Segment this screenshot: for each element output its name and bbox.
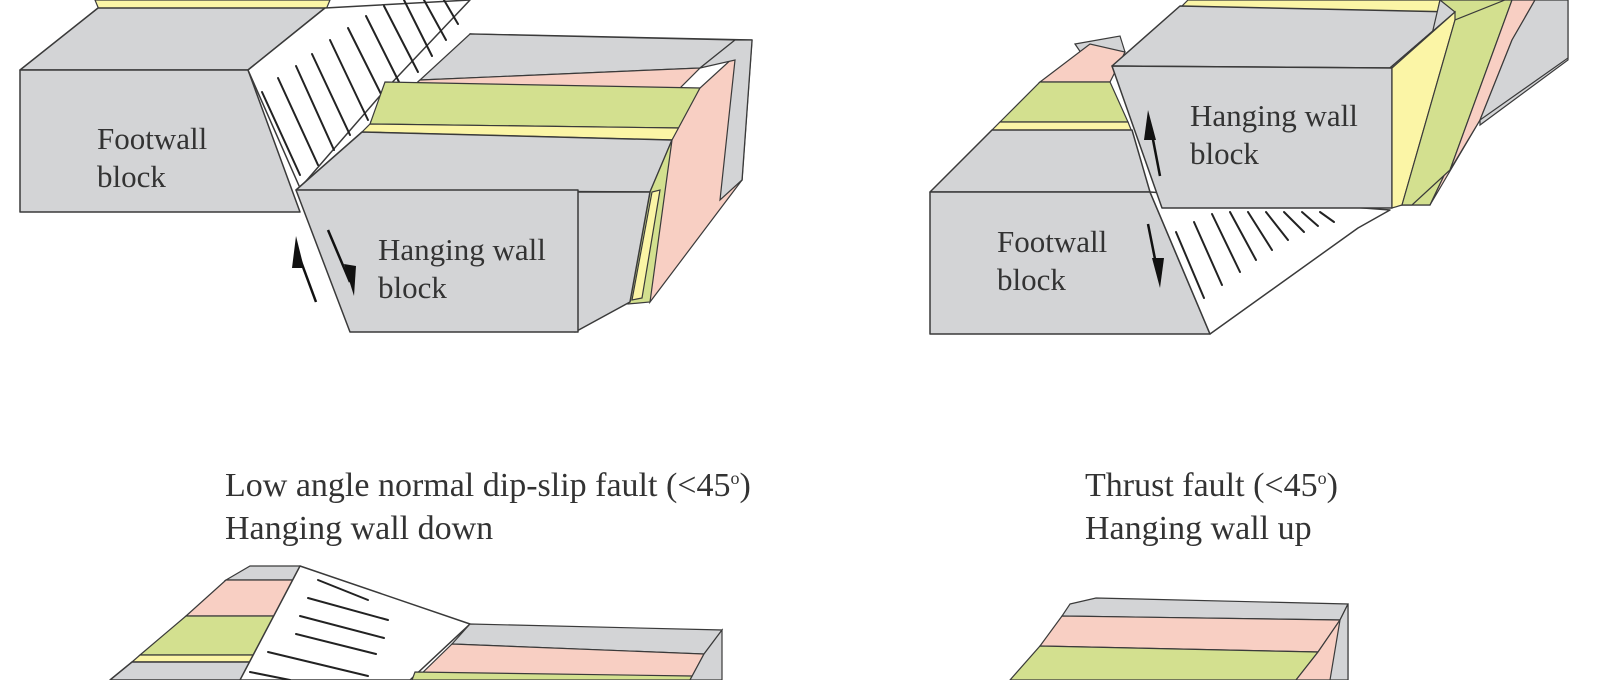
low-angle-normal-diagram (109, 565, 724, 680)
fault-plane (239, 565, 471, 680)
footwall-label-line1: Footwall (997, 224, 1107, 259)
caption-line2: Hanging wall up (1085, 510, 1312, 547)
footwall-label-line1: Footwall (97, 121, 207, 156)
hanging-wall-up-arrow-icon (1144, 110, 1162, 177)
footwall-front-face (19, 69, 301, 213)
hanging-top-grey-face (295, 131, 673, 193)
hanging-wall-front-face (295, 189, 579, 333)
footwall-top-green-layer (998, 81, 1129, 123)
caption-line2: Hanging wall down (225, 510, 493, 547)
thrust-diagram (1009, 597, 1349, 680)
hanging-top-green-layer (1009, 645, 1320, 680)
hanging-wall-label-line2: block (378, 270, 447, 305)
hanging-top-pink-layer (414, 643, 705, 680)
hanging-wall-label-line1: Hanging wall (1190, 98, 1358, 133)
reverse-fault-diagram: Hanging wall block Footwall block (929, 0, 1569, 335)
caption-line1: Thrust fault (<45o) (1085, 467, 1338, 504)
hanging-side-grey (1329, 603, 1349, 680)
footwall-label-line2: block (997, 262, 1066, 297)
caption-low-angle-normal: Low angle normal dip-slip fault (<45o) H… (225, 467, 751, 547)
footwall-top-pink-layer (1038, 43, 1126, 83)
caption-line1: Low angle normal dip-slip fault (<45o) (225, 467, 751, 504)
fault-plane-slickenlines (1175, 211, 1335, 299)
hanging-side-green-band (1401, 0, 1513, 206)
hanging-side-grey (699, 39, 753, 202)
normal-fault-diagram: Footwall block Hanging wall block (19, 0, 753, 333)
hanging-wall-down-arrow-icon (326, 229, 356, 296)
footwall-down-arrow-icon (1146, 223, 1164, 288)
fault-plane-slickenlines (261, 0, 459, 176)
hanging-side-yellow (631, 189, 661, 301)
hanging-top-green-layer (411, 671, 693, 680)
hanging-wall-label-line1: Hanging wall (378, 232, 546, 267)
caption-thrust: Thrust fault (<45o) Hanging wall up (1085, 467, 1338, 547)
footwall-up-arrow-icon (292, 236, 318, 303)
hanging-wall-label-line2: block (1190, 136, 1259, 171)
footwall-label-line2: block (97, 159, 166, 194)
fault-plane-slickenlines (249, 579, 389, 680)
hanging-top-green-band (369, 81, 701, 129)
footwall-top-face (929, 129, 1151, 193)
hanging-side-grey-band (1478, 0, 1569, 122)
hanging-side-grey (689, 628, 723, 680)
